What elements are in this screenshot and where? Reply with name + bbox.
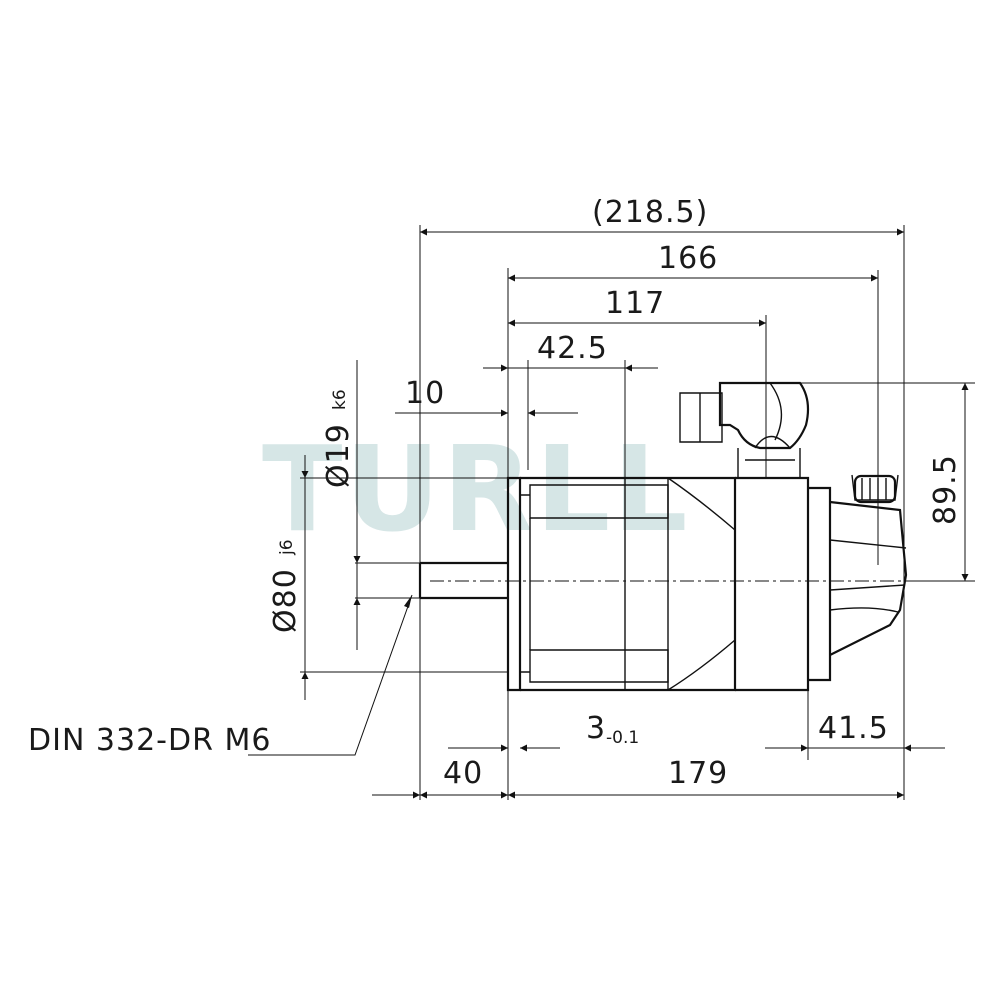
dim-3-tolerance-label: -0.1 [606, 728, 639, 748]
pilot-tolerance-label: j6 [277, 539, 297, 556]
dim-42-5-label: 42.5 [537, 331, 608, 366]
dim-40-label: 40 [443, 756, 483, 791]
dim-3-label: 3 [586, 711, 606, 746]
dimension-lines [248, 228, 969, 799]
shaft-diameter-label: Ø19 [321, 423, 356, 488]
connector [679, 381, 810, 478]
extension-lines [300, 225, 975, 800]
dim-179-label: 179 [668, 756, 728, 791]
watermark: TURLL [262, 420, 690, 558]
dim-overall-label: (218.5) [592, 195, 708, 230]
dimension-labels: (218.5) 166 117 42.5 10 89.5 Ø19 k6 Ø80 … [28, 195, 963, 791]
dim-89-5-label: 89.5 [928, 454, 963, 525]
dim-41-5-label: 41.5 [818, 711, 889, 746]
pilot-diameter-label: Ø80 [268, 568, 303, 633]
dim-166-label: 166 [658, 241, 718, 276]
dim-117-label: 117 [605, 286, 665, 321]
thread-callout-label: DIN 332-DR M6 [28, 723, 271, 758]
dim-10-label: 10 [405, 376, 445, 411]
shaft-tolerance-label: k6 [330, 389, 350, 410]
